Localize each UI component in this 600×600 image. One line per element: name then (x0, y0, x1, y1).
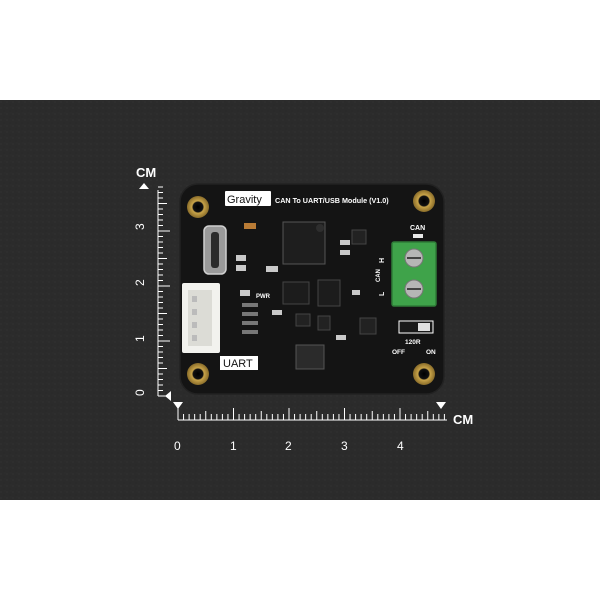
vertical-ruler-unit: CM (136, 165, 156, 180)
on-label: ON (426, 349, 436, 356)
pcb-board: Gravity CAN To UART/USB Module (V1.0) UA… (179, 183, 445, 395)
horizontal-ruler-unit: CM (453, 412, 473, 427)
horizontal-tick-3: 3 (341, 439, 348, 453)
can-terminal-block (391, 241, 437, 307)
can-label: CAN (410, 225, 425, 232)
mounting-hole-bottom-left (187, 363, 209, 385)
horizontal-tick-0: 0 (174, 439, 181, 453)
inductor (295, 344, 325, 370)
vertical-tick-3: 3 (133, 223, 147, 230)
mounting-hole-top-left (187, 196, 209, 218)
can-side-label: CAN (376, 269, 382, 282)
vertical-tick-1: 1 (133, 335, 147, 342)
horizontal-ruler: 0 1 2 3 4 CM (173, 402, 473, 453)
pwr-label: PWR (256, 294, 271, 300)
mounting-hole-bottom-right (413, 363, 435, 385)
mounting-hole-top-right (413, 190, 435, 212)
off-label: OFF (392, 349, 405, 356)
resistor-label: 120R (405, 339, 421, 346)
transceiver-chip (317, 279, 341, 307)
l-label: L (379, 291, 386, 296)
brand-label: Gravity (227, 194, 262, 206)
product-photo: CM 3 2 1 0 0 1 2 3 4 CM Gravity CAN To U… (0, 100, 600, 500)
horizontal-tick-2: 2 (285, 439, 292, 453)
horizontal-tick-4: 4 (397, 439, 404, 453)
horizontal-tick-1: 1 (230, 439, 237, 453)
board-title: CAN To UART/USB Module (V1.0) (275, 196, 389, 205)
vertical-ruler: CM 3 2 1 0 (133, 165, 171, 401)
vertical-tick-2: 2 (133, 279, 147, 286)
uart-label: UART (223, 358, 253, 370)
h-label: H (379, 258, 386, 263)
vertical-tick-0: 0 (133, 389, 147, 396)
